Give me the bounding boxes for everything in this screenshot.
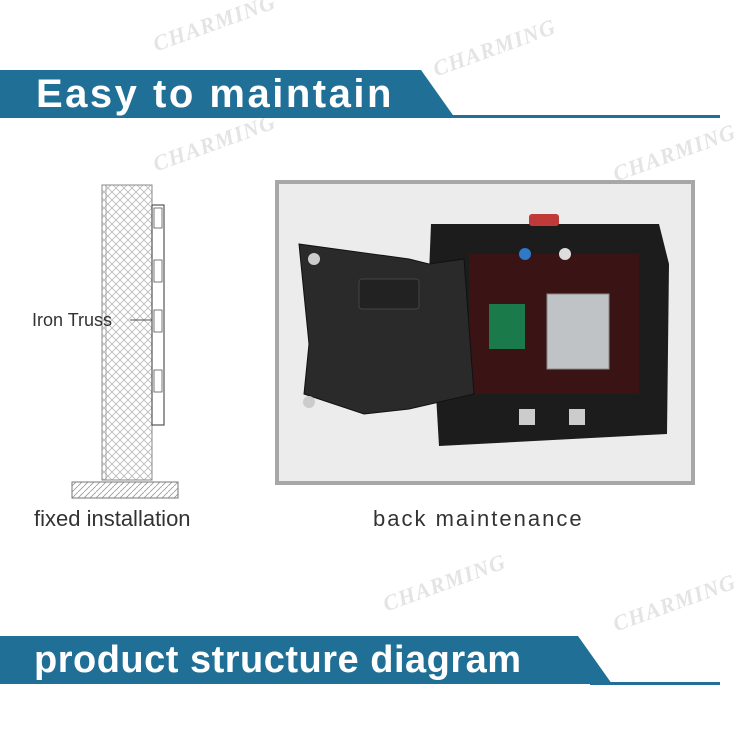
fixed-installation-caption: fixed installation <box>34 506 191 531</box>
screw-icon <box>303 396 315 408</box>
iron-truss-label: Iron Truss <box>32 310 113 330</box>
back-maintenance-photo <box>275 180 695 485</box>
watermark: CHARMING <box>379 548 510 617</box>
control-board <box>489 304 525 349</box>
watermark: CHARMING <box>429 13 560 82</box>
floor-base <box>71 481 179 499</box>
watermark: CHARMING <box>609 118 740 187</box>
screw-icon <box>308 253 320 265</box>
signal-connector-icon <box>559 248 571 260</box>
section-banner-easy-maintain: Easy to maintain <box>0 70 455 118</box>
wall-section <box>101 184 153 481</box>
power-connector-icon <box>519 248 531 260</box>
back-maintenance-caption: back maintenance <box>373 506 584 531</box>
cabinet-illustration <box>279 184 691 481</box>
watermark: CHARMING <box>609 568 740 637</box>
handle-icon <box>529 214 559 226</box>
section-banner-structure: product structure diagram <box>0 636 612 684</box>
watermark: CHARMING <box>149 108 280 177</box>
watermark: CHARMING <box>149 0 280 57</box>
banner-title: product structure diagram <box>34 638 522 681</box>
back-cover-open <box>298 243 475 415</box>
banner-title: Easy to maintain <box>36 71 394 116</box>
banner-underline <box>590 682 720 685</box>
banner-underline <box>430 115 720 118</box>
power-supply <box>546 293 610 370</box>
wall-mount-diagram <box>71 184 179 499</box>
